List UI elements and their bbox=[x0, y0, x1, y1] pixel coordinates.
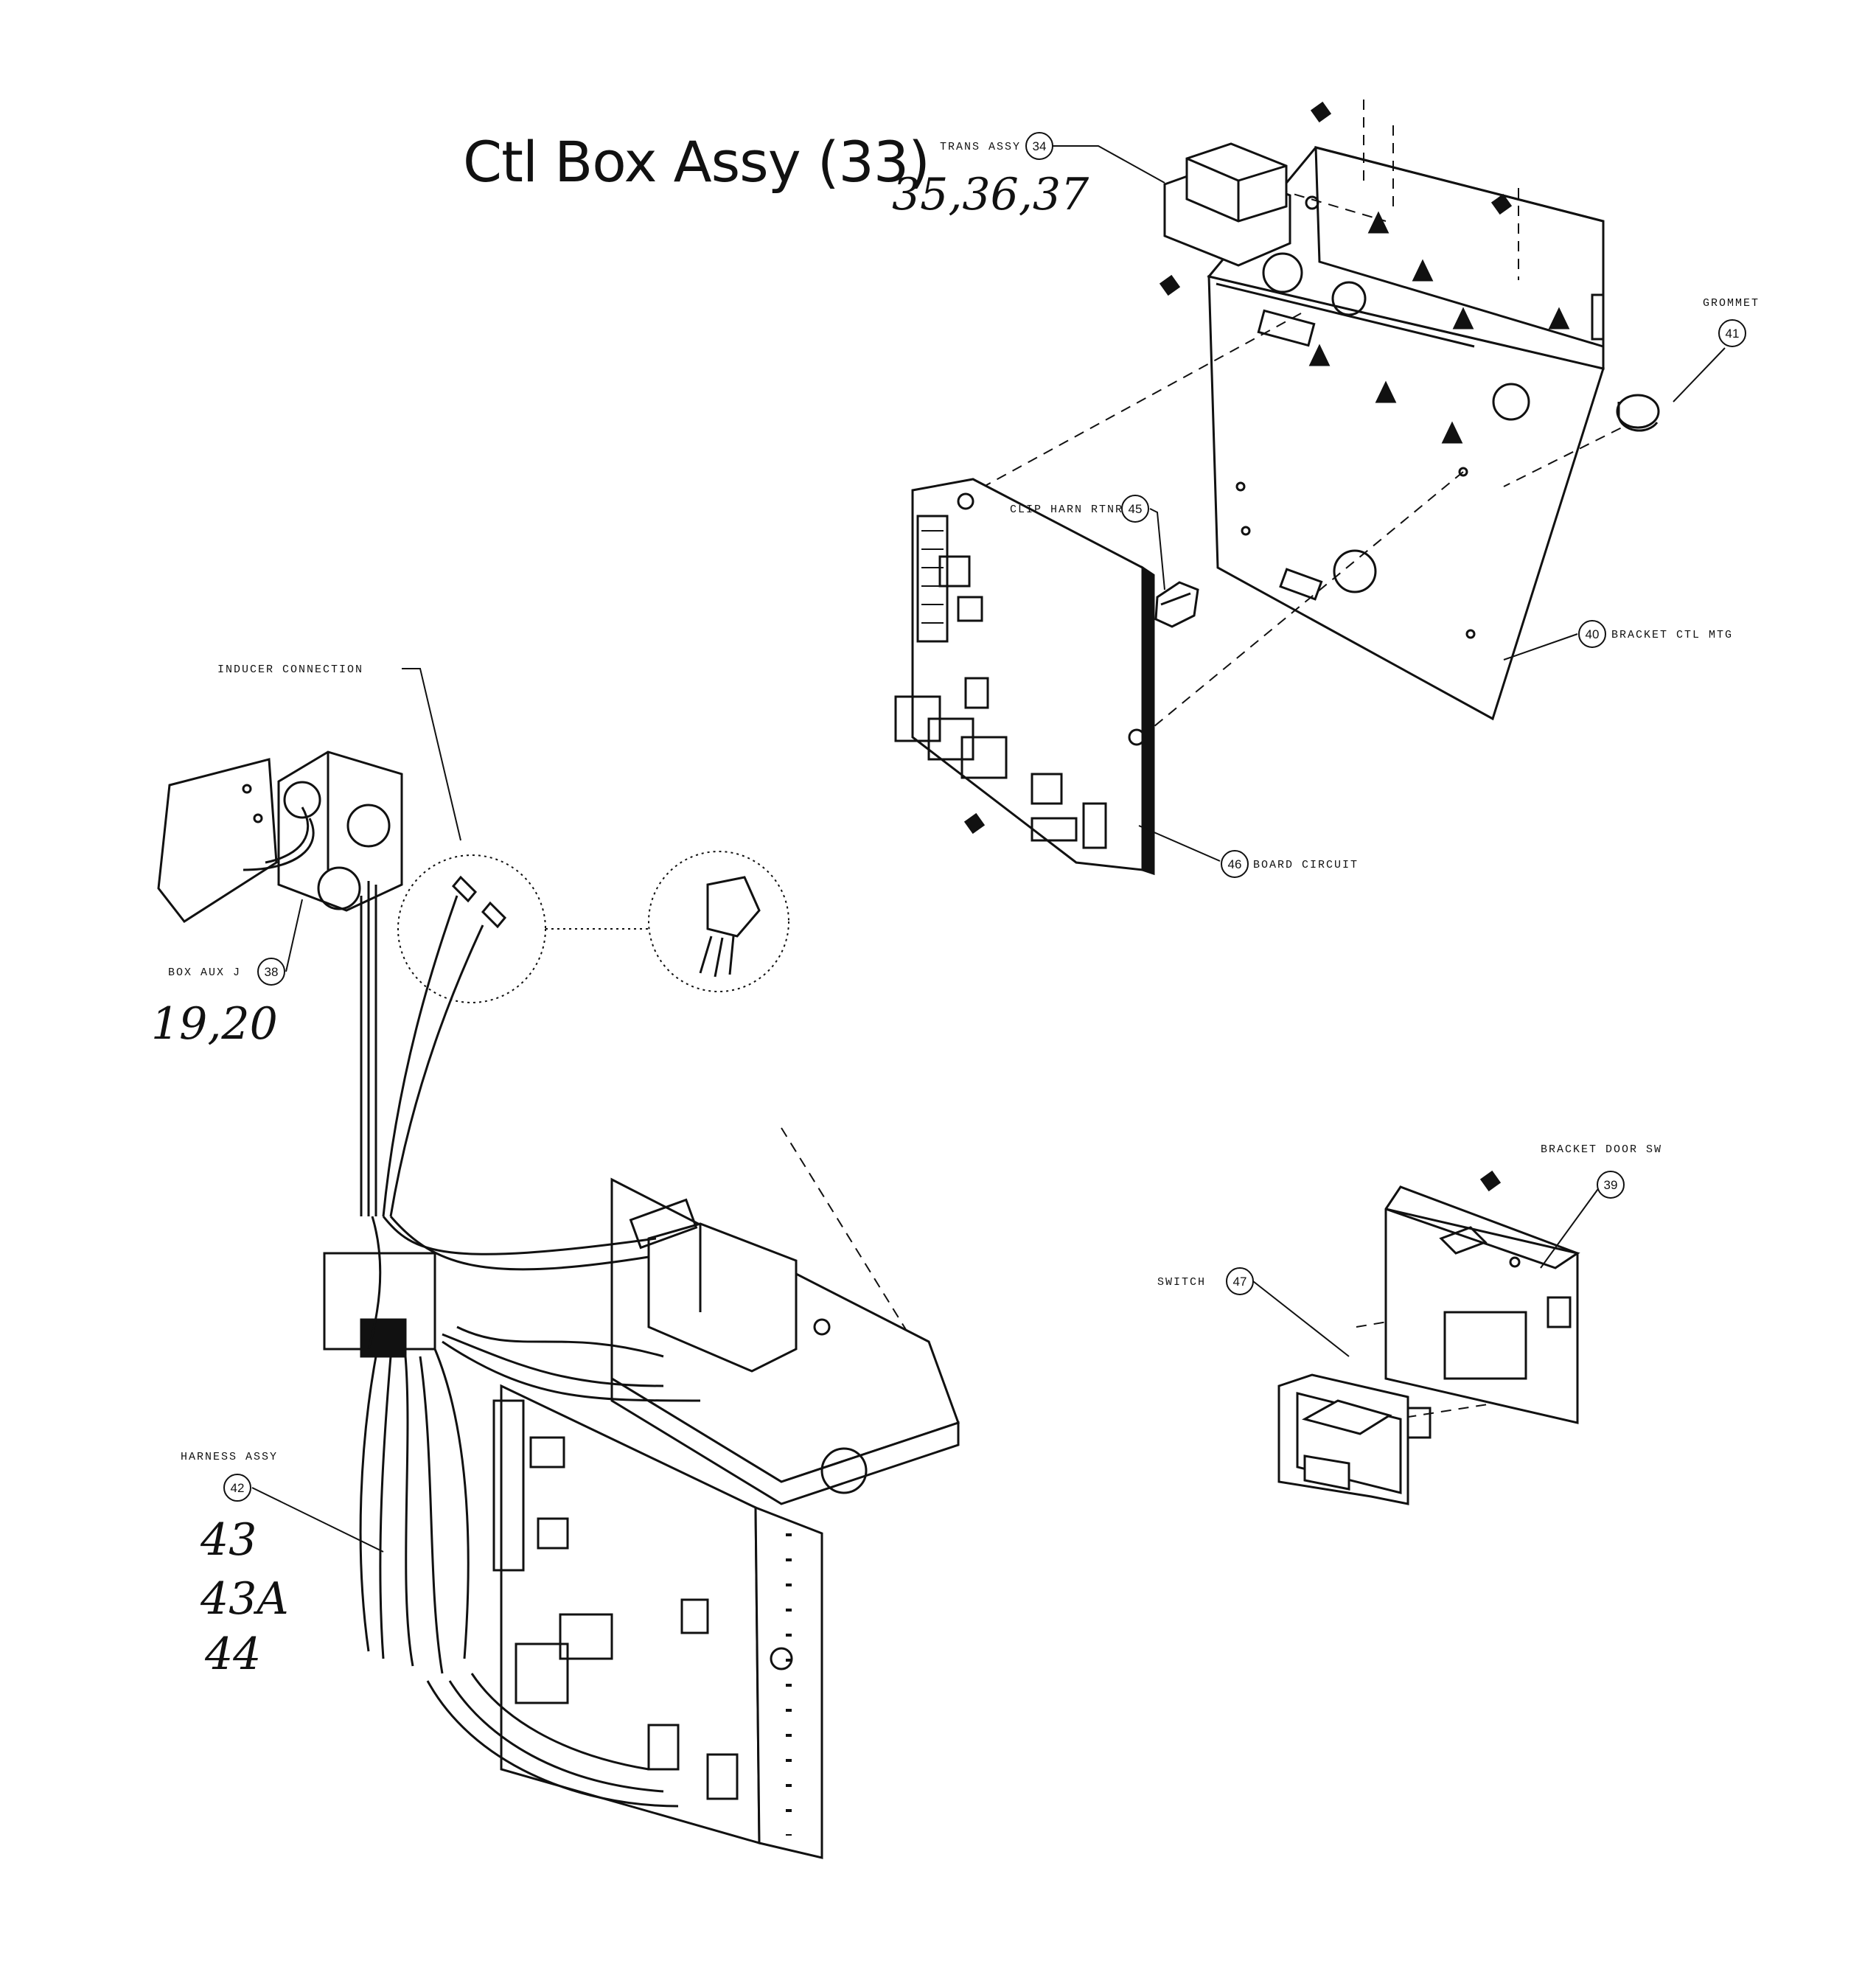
bracket-door-sw-number: 39 bbox=[1604, 1178, 1618, 1192]
clip-harn-rtnr-drawing bbox=[1154, 581, 1199, 628]
switch-label: SWITCH bbox=[1157, 1276, 1206, 1289]
box-aux-j-number: 38 bbox=[265, 965, 279, 979]
harness-part-43: 43 bbox=[200, 1514, 257, 1566]
harness-assy-label: HARNESS ASSY bbox=[181, 1451, 278, 1463]
box-aux-parts-note: 19,20 bbox=[151, 998, 278, 1050]
box-aux-j-drawing bbox=[157, 750, 403, 1216]
bracket-ctl-mtg-number: 40 bbox=[1586, 627, 1600, 641]
clip-harn-rtnr-label: CLIP HARN RTNR bbox=[1010, 504, 1123, 516]
trans-assy-drawing bbox=[1163, 142, 1319, 267]
clip-harn-rtnr-number: 45 bbox=[1129, 502, 1143, 516]
grommet-label: GROMMET bbox=[1703, 297, 1760, 310]
callout-box-aux-j: BOX AUX J 38 bbox=[168, 958, 285, 986]
trans-assy-number: 34 bbox=[1033, 139, 1047, 153]
inducer-connection-drawing bbox=[382, 851, 789, 1217]
harness-part-44: 44 bbox=[205, 1628, 262, 1680]
board-circuit-drawing bbox=[894, 478, 1155, 876]
callout-bracket-door-sw: BRACKET DOOR SW 39 bbox=[1541, 1143, 1662, 1199]
callout-switch: SWITCH 47 bbox=[1157, 1267, 1254, 1295]
bracket-ctl-mtg-label: BRACKET CTL MTG bbox=[1611, 629, 1733, 641]
bracket-door-sw-label: BRACKET DOOR SW bbox=[1541, 1143, 1662, 1156]
screw-icons bbox=[963, 101, 1513, 1192]
trans-assy-parts-note: 35,36,37 bbox=[892, 169, 1089, 220]
callout-bracket-ctl-mtg: 40 BRACKET CTL MTG bbox=[1578, 620, 1733, 648]
callout-harness-assy: HARNESS ASSY 42 bbox=[181, 1451, 278, 1502]
inducer-connection-label: INDUCER CONNECTION bbox=[217, 663, 363, 676]
leader-lines bbox=[251, 145, 1726, 1553]
assembled-control-box-drawing bbox=[492, 1177, 960, 1859]
board-circuit-number: 46 bbox=[1228, 857, 1242, 871]
bracket-door-sw-drawing bbox=[1384, 1185, 1580, 1424]
trans-assy-label: TRANS ASSY bbox=[940, 141, 1021, 153]
box-aux-j-label: BOX AUX J bbox=[168, 966, 241, 979]
callout-board-circuit: 46 BOARD CIRCUIT bbox=[1221, 850, 1359, 878]
harness-assy-drawing bbox=[323, 1216, 701, 1808]
harness-assy-number: 42 bbox=[231, 1481, 245, 1495]
grommet-number: 41 bbox=[1726, 327, 1740, 341]
switch-number: 47 bbox=[1233, 1275, 1247, 1289]
callout-grommet: GROMMET 41 bbox=[1703, 297, 1760, 347]
callout-trans-assy: TRANS ASSY 34 bbox=[940, 132, 1053, 160]
switch-drawing bbox=[1277, 1373, 1432, 1505]
grommet-drawing bbox=[1616, 394, 1660, 432]
harness-part-43a: 43A bbox=[200, 1573, 289, 1625]
board-circuit-label: BOARD CIRCUIT bbox=[1253, 859, 1359, 871]
callout-inducer-connection: INDUCER CONNECTION bbox=[217, 663, 363, 676]
diagram-title: Ctl Box Assy (33) bbox=[463, 129, 930, 195]
callout-clip-harn-rtnr: CLIP HARN RTNR 45 bbox=[1010, 495, 1149, 523]
